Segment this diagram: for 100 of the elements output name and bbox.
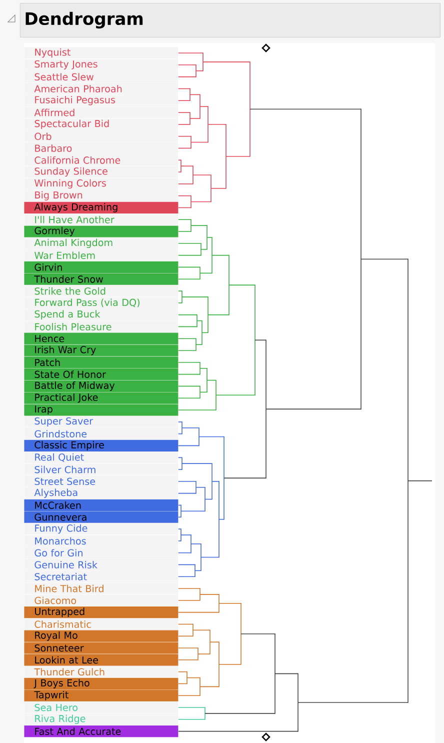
highlighted-row-label: Irish War Cry <box>24 344 178 356</box>
leaf-label: Barbaro <box>24 142 178 154</box>
branch-line <box>178 254 202 256</box>
highlighted-row-label: Tapwrit <box>24 690 178 702</box>
highlighted-row-label: Gormley <box>24 226 178 238</box>
branch-line <box>196 320 202 322</box>
branch-line <box>190 201 212 202</box>
branch-line <box>178 624 194 625</box>
branch-line <box>190 94 200 96</box>
branch-line <box>218 664 242 665</box>
leaf-label: Super Saver <box>24 416 178 428</box>
branch-line <box>180 534 192 536</box>
branch-line <box>178 576 196 577</box>
leaf-label: Funny Cide <box>24 523 178 535</box>
branch-line <box>178 695 200 696</box>
branch-line <box>178 588 200 589</box>
branch-line <box>178 195 192 196</box>
branch-line <box>178 719 206 720</box>
branch-line <box>178 504 182 506</box>
branch-line <box>178 219 192 220</box>
branch-line <box>298 702 408 703</box>
leaf-label: Spectacular Bid <box>24 118 178 130</box>
branch-line <box>178 433 182 434</box>
branch-line <box>178 386 200 387</box>
branch-line <box>196 344 202 345</box>
leaf-label: Winning Colors <box>24 178 178 190</box>
branch-line <box>178 600 200 601</box>
branch-line <box>200 594 220 595</box>
title-bar: Dendrogram <box>20 3 440 38</box>
branch-line <box>186 677 200 678</box>
branch-line <box>360 258 408 260</box>
highlighted-row-label: Fast And Accurate <box>24 726 178 738</box>
branch-line <box>182 427 200 428</box>
leaf-label: Seattle Slew <box>24 71 178 83</box>
highlighted-row-label: Irap <box>24 404 178 416</box>
branch-line <box>178 552 192 554</box>
highlighted-row-label: Gunnevera <box>24 511 178 523</box>
branch-line <box>198 436 224 438</box>
highlighted-row-label: Sonneteer <box>24 642 178 654</box>
leaf-label: Orb <box>24 130 178 142</box>
branch-line <box>200 392 208 393</box>
branch-line <box>250 108 362 110</box>
branch-line <box>178 540 182 542</box>
leaf-label: Giacomo <box>24 594 178 606</box>
branch-line <box>178 445 200 446</box>
highlighted-row-label: J Boys Echo <box>24 678 178 690</box>
branch-line <box>208 314 230 316</box>
branch-line <box>190 118 200 119</box>
branch-line <box>178 492 196 494</box>
branch-line <box>178 52 204 54</box>
branch-line <box>206 380 216 381</box>
leaf-label: Silver Charm <box>24 464 178 476</box>
branch-line <box>274 673 298 674</box>
branch-line <box>190 142 208 143</box>
branch-line <box>202 332 208 334</box>
highlighted-row-label: Hence <box>24 332 178 344</box>
branch-line <box>178 88 190 90</box>
leaf-label: War Emblem <box>24 250 178 262</box>
highlighted-row-label: Battle of Midway <box>24 380 178 392</box>
branch-line <box>218 602 242 604</box>
branch-line <box>190 225 208 226</box>
branch-line <box>178 730 298 732</box>
branch-line <box>178 350 196 351</box>
branch-line <box>208 124 226 125</box>
branch-line <box>178 564 196 566</box>
branch-line <box>178 302 182 304</box>
leaf-label: Spend a Buck <box>24 309 178 321</box>
branch-line <box>228 284 256 286</box>
highlighted-row-label: Practical Joke <box>24 392 178 404</box>
highlighted-row-label: McCraken <box>24 499 178 511</box>
branch-line <box>178 481 196 482</box>
branch-line <box>196 70 204 72</box>
branch-line <box>178 148 192 149</box>
leaf-label: Real Quiet <box>24 452 178 464</box>
branch-line <box>180 510 206 512</box>
leaf-label: Foolish Pleasure <box>24 320 178 332</box>
highlighted-row-label: Thunder Snow <box>24 273 178 285</box>
leaf-label: Animal Kingdom <box>24 238 178 250</box>
leaf-label: Smarty Jones <box>24 59 178 71</box>
highlighted-row-label: Patch <box>24 356 178 368</box>
branch-line <box>178 231 192 232</box>
highlighted-row-label: Untrapped <box>24 606 178 618</box>
branch-line <box>212 481 220 482</box>
branch-line <box>200 556 220 558</box>
branch-line <box>192 174 212 176</box>
branch-line <box>178 683 188 684</box>
leaf-label: I'll Have Another <box>24 214 178 226</box>
leaf-label: Riva Ridge <box>24 714 178 726</box>
highlighted-row-label: Lookin at Lee <box>24 654 178 666</box>
branch-line <box>178 100 190 101</box>
branch-line <box>192 630 210 631</box>
branch-line <box>182 463 212 464</box>
highlighted-row-label: Classic Empire <box>24 440 178 452</box>
branch-line <box>200 272 212 274</box>
leaf-label: Nyquist <box>24 47 178 59</box>
leaf-label: Street Sense <box>24 476 178 488</box>
leaf-label: Grindstone <box>24 428 178 440</box>
leaf-label: Big Brown <box>24 190 178 202</box>
branch-line <box>204 498 212 500</box>
leaf-label: Go for Gin <box>24 547 178 559</box>
